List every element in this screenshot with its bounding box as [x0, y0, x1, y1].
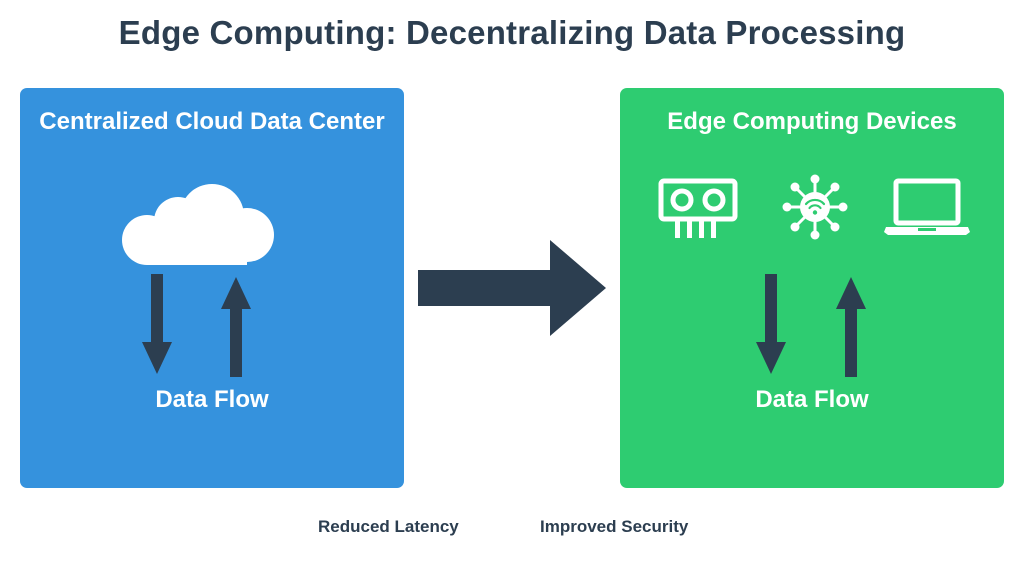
benefit-improved-security: Improved Security	[540, 517, 689, 536]
cloud-panel-title: Centralized Cloud Data Center	[39, 108, 385, 135]
edge-devices-panel: Edge Computing Devices	[620, 88, 1004, 488]
edge-panel-title: Edge Computing Devices	[667, 108, 957, 135]
benefit-reduced-latency: Reduced Latency	[318, 517, 459, 536]
edge-data-down-arrow-icon	[756, 274, 786, 374]
cloud-data-flow-label: Data Flow	[155, 386, 269, 413]
arrow-right-icon	[418, 240, 606, 336]
diagram-title: Edge Computing: Decentralizing Data Proc…	[118, 14, 906, 51]
edge-data-up-arrow-icon	[836, 277, 866, 377]
edge-data-flow-label: Data Flow	[755, 386, 869, 413]
memory-chip-icon	[658, 178, 738, 238]
data-up-arrow-icon	[221, 277, 251, 377]
laptop-icon	[884, 178, 970, 235]
cloud-icon	[122, 184, 274, 265]
iot-wireless-hub-icon	[782, 174, 848, 240]
data-down-arrow-icon	[142, 274, 172, 374]
cloud-data-center-panel: Centralized Cloud Data Center Data Flow	[20, 88, 404, 488]
